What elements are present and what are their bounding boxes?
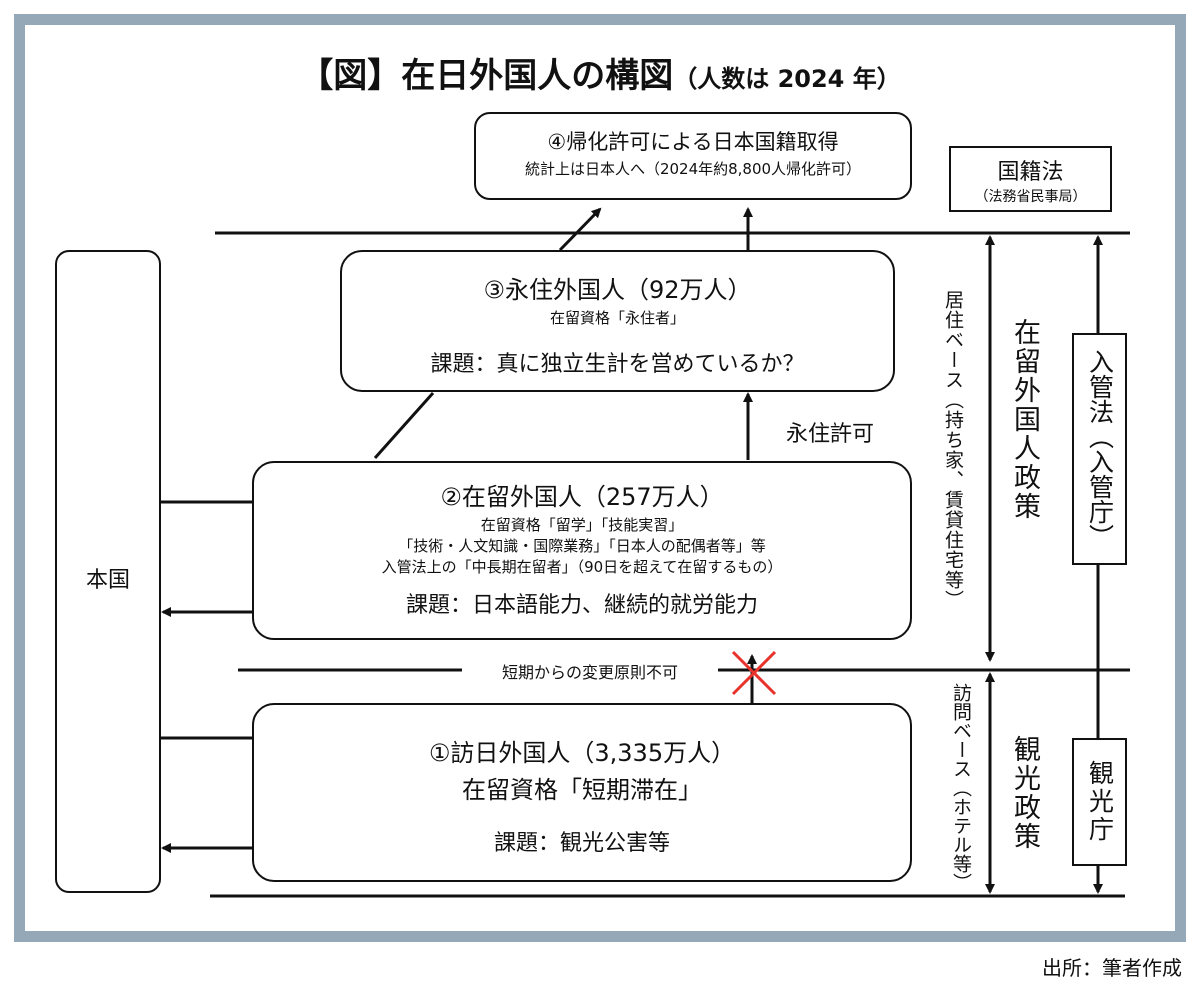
permanent-resident-box: ③永住外国人（92万人） 在留資格「永住者」 課題：真に独立生計を営めているか？	[340, 250, 895, 392]
naturalization-box: ④帰化許可による日本国籍取得 統計上は日本人へ（2024年約8,800人帰化許可…	[474, 112, 912, 200]
permanent-permission-label: 永住許可	[785, 422, 874, 447]
visitor-issue: 課題：観光公害等	[493, 831, 670, 856]
permanent-issue: 課題：真に独立生計を営めているか？	[430, 352, 805, 377]
resident-box: ②在留外国人（257万人） 在留資格「留学」「技能実習」 「技術・人文知識・国際…	[252, 461, 912, 640]
tourism-policy-label: 観光政策	[1009, 735, 1040, 851]
diagram-title: 【図】在日外国人の構図（人数は 2024 年）	[0, 48, 1200, 97]
visitor-title: ①訪日外国人（3,335万人）	[428, 739, 736, 767]
line-resident-to-permanent	[373, 392, 435, 459]
home-country-label: 本国	[85, 568, 130, 593]
resident-policy-label: 在留外国人政策	[1009, 318, 1040, 521]
residence-base-label: 居住ベース（持ち家、賃貸住宅等）	[942, 290, 964, 610]
tourism-agency-label: 観光庁	[1085, 760, 1115, 844]
permanent-title: ③永住外国人（92万人）	[483, 276, 752, 304]
naturalization-note: 統計上は日本人へ（2024年約8,800人帰化許可）	[524, 160, 862, 178]
resident-line1: 在留資格「留学」「技能実習」	[480, 516, 684, 534]
title-sub: （人数は 2024 年）	[673, 65, 901, 93]
permanent-status: 在留資格「永住者」	[549, 309, 685, 327]
visit-base-label: 訪問ベース（ホテル等）	[950, 683, 972, 892]
title-main: 【図】在日外国人の構図	[299, 56, 674, 96]
nationality-law-box: 国籍法 （法務省民事局）	[949, 146, 1112, 212]
blocked-cross-icon	[731, 650, 777, 696]
visitor-status: 在留資格「短期滞在」	[462, 776, 702, 804]
visitor-box: ①訪日外国人（3,335万人） 在留資格「短期滞在」 課題：観光公害等	[252, 703, 912, 882]
tourism-agency-box: 観光庁	[1072, 738, 1127, 866]
resident-issue: 課題：日本語能力、継続的就労能力	[405, 593, 758, 618]
naturalization-title: ④帰化許可による日本国籍取得	[547, 130, 839, 154]
no-change-label: 短期からの変更原則不可	[462, 659, 718, 683]
resident-line2: 「技術・人文知識・国際業務」「日本人の配偶者等」等	[398, 537, 766, 555]
home-country-box: 本国	[55, 250, 161, 893]
nationality-law-title: 国籍法	[997, 160, 1064, 185]
resident-line3: 入管法上の「中長期在留者」（90日を超えて在留するもの）	[381, 558, 783, 576]
nationality-law-agency: （法務省民事局）	[974, 189, 1087, 205]
immigration-law-box: 入管法（入管庁）	[1072, 333, 1127, 565]
resident-title: ②在留外国人（257万人）	[440, 483, 724, 511]
immigration-law-label: 入管法（入管庁）	[1085, 349, 1115, 549]
source-note: 出所：筆者作成	[1042, 956, 1182, 980]
arrow-permanent-to-naturalization	[558, 207, 602, 252]
